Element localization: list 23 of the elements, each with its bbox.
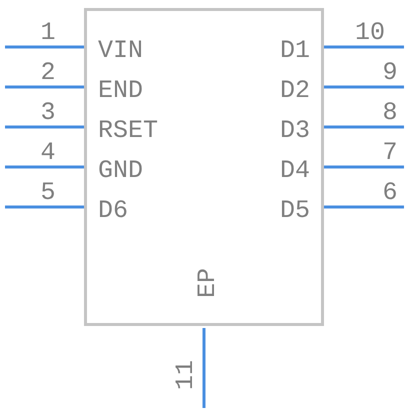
pin-name: GND bbox=[98, 158, 144, 183]
pin-number: 11 bbox=[173, 360, 198, 390]
pin-number: 2 bbox=[40, 60, 56, 85]
pin-name: D1 bbox=[280, 38, 310, 63]
pin-number: 3 bbox=[40, 100, 56, 125]
pin-number: 8 bbox=[382, 100, 398, 125]
pin-number: 9 bbox=[382, 60, 398, 85]
pin-number: 7 bbox=[382, 140, 398, 165]
pin-name: D6 bbox=[98, 198, 128, 223]
pin-name: EP bbox=[195, 268, 220, 298]
pin-number: 6 bbox=[382, 180, 398, 205]
pin-number: 4 bbox=[40, 140, 56, 165]
pin-name: D4 bbox=[280, 158, 310, 183]
pin-name: END bbox=[98, 78, 144, 103]
pin-name: RSET bbox=[98, 118, 158, 143]
pin-number: 10 bbox=[355, 20, 385, 45]
pin-name: D2 bbox=[280, 78, 310, 103]
pin-name: D3 bbox=[280, 118, 310, 143]
pin-number: 1 bbox=[40, 20, 56, 45]
chip-body bbox=[84, 8, 324, 326]
pin-name: D5 bbox=[280, 198, 310, 223]
pin-name: VIN bbox=[98, 38, 144, 63]
pin-number: 5 bbox=[40, 180, 56, 205]
